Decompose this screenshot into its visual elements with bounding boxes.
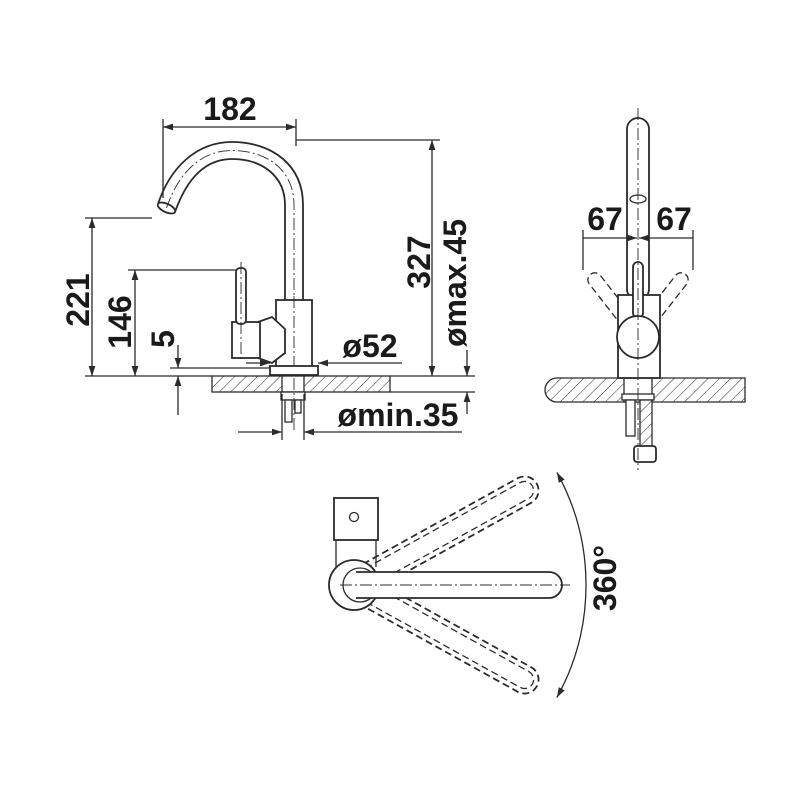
spout-centerline — [166, 150, 295, 430]
front-supply-connections — [621, 393, 657, 463]
label-base-diameter: ø52 — [342, 328, 397, 364]
dimension-overall-height: 327 — [296, 139, 440, 376]
hose-nut — [633, 445, 657, 463]
dimension-base-thickness: 5 — [145, 330, 270, 415]
lever-swing-right-outline — [632, 272, 689, 340]
dimension-lever-height: 146 — [102, 269, 236, 376]
dimension-spout-height: 221 — [60, 217, 152, 376]
label-spout-height: 221 — [60, 273, 96, 326]
lever-swing-left-outline — [587, 272, 644, 340]
dimension-base-diameter: ø52 — [246, 328, 402, 367]
label-overall-height: 327 — [401, 235, 437, 288]
top-mounting-bracket — [333, 497, 379, 541]
top-view: 360° — [328, 472, 623, 698]
label-lever-swing-left: 67 — [587, 201, 623, 237]
rotation-arc — [556, 472, 587, 698]
label-spout-reach: 182 — [203, 91, 256, 127]
dimension-spout-reach: 182 — [162, 91, 297, 198]
dimension-min-hole-diameter: ømin.35 — [238, 394, 462, 440]
label-lever-swing-right: 67 — [656, 201, 692, 237]
dimension-max-counter-thickness: ømax.45 — [437, 219, 473, 414]
label-max-counter-thickness: ømax.45 — [437, 219, 473, 347]
bracket-hole — [348, 511, 360, 523]
label-base-thickness: 5 — [145, 330, 181, 348]
side-mounting-shank — [280, 391, 306, 423]
side-base-plate — [269, 365, 319, 376]
side-mounting-hole — [281, 375, 305, 393]
label-spout-rotation: 360° — [587, 545, 623, 611]
braided-hose — [639, 399, 653, 448]
side-view: 182 221 146 5 327 — [60, 91, 475, 440]
side-spout — [156, 141, 304, 430]
dimension-lever-swing: 67 67 — [582, 201, 694, 270]
front-view: 67 67 — [544, 108, 746, 470]
label-min-hole-diameter: ømin.35 — [338, 397, 459, 433]
side-lever-handle — [235, 267, 247, 325]
spout-rotated-down-outline — [362, 580, 540, 695]
spout-rotated-up-outline — [362, 475, 540, 590]
label-lever-height: 146 — [102, 295, 138, 348]
side-lever — [231, 262, 286, 365]
